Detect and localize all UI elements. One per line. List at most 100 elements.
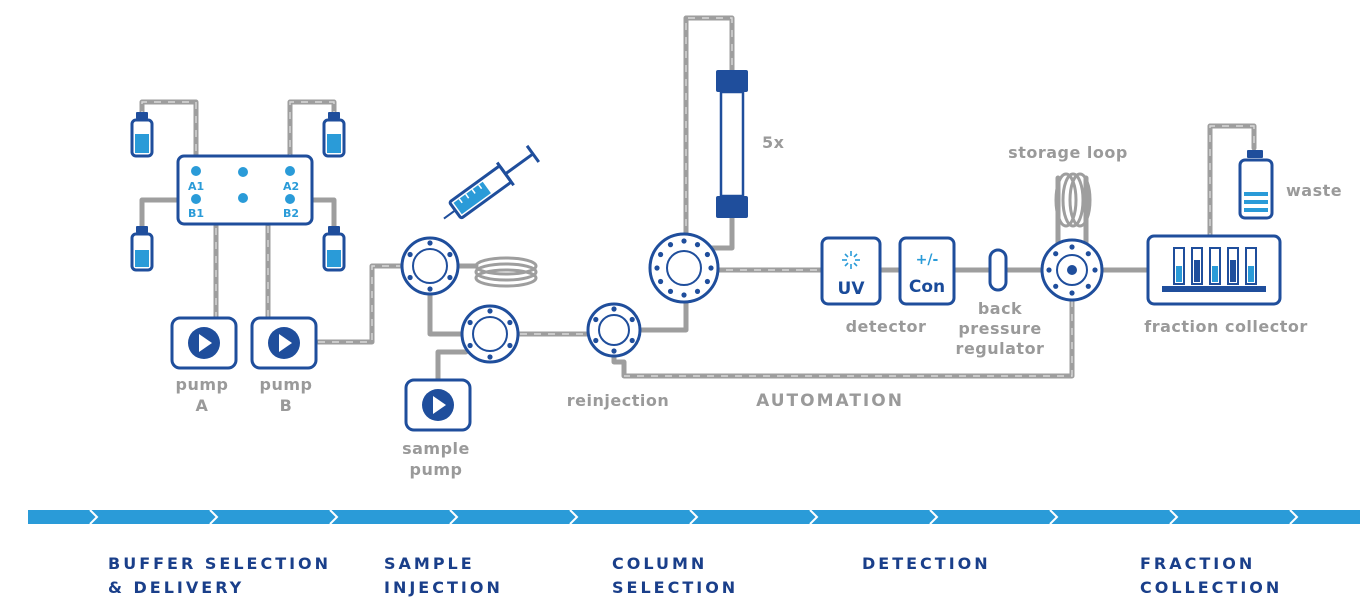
chevron-right-icon — [1289, 509, 1299, 525]
buffer-valve-block: A1 A2 B1 B2 — [176, 154, 314, 226]
bpr-label-line2: pressure — [958, 319, 1041, 338]
valve-port-dot — [654, 265, 660, 271]
chevron-right-icon — [449, 509, 459, 525]
pump-a-label-line1: pump — [176, 375, 229, 394]
sample-pump — [404, 378, 472, 432]
detector-label: detector — [846, 317, 927, 336]
column-icon — [716, 70, 748, 218]
valve-port-dot — [1069, 244, 1075, 250]
chevron-right-icon — [1049, 509, 1059, 525]
stage-fraction-line1: FRACTION — [1140, 554, 1255, 573]
uv-text: UV — [838, 279, 866, 299]
valve-port-dot — [694, 288, 701, 294]
valve-port-dot — [611, 306, 617, 312]
stage-sample-line1: SAMPLE — [384, 554, 475, 573]
bottle-a2 — [322, 112, 346, 158]
valve-port-dot — [1053, 283, 1059, 289]
valve-port-dot — [427, 240, 433, 246]
valve-port-dot — [487, 354, 493, 360]
chevron-right-icon — [689, 509, 699, 525]
valve-port-dot — [611, 348, 617, 354]
valve-port-dot — [1069, 290, 1075, 296]
chevron-right-icon — [1169, 509, 1179, 525]
stage-column-line1: COLUMN — [612, 554, 707, 573]
tubing-highlights — [141, 17, 1255, 377]
port-b1-label: B1 — [188, 207, 204, 220]
valve-port-dot — [593, 316, 599, 323]
conductivity-detector-icon: +/- Con — [898, 236, 956, 306]
back-pressure-regulator-icon — [988, 248, 1008, 292]
valve-port-dot — [1085, 251, 1091, 257]
valve-port-dot — [658, 278, 664, 285]
automation-label: AUTOMATION — [756, 391, 904, 411]
valve-port-dot — [629, 316, 635, 323]
valve-port-dot — [1092, 267, 1098, 273]
port-a2-label: A2 — [283, 180, 299, 193]
stage-sample-line2: INJECTION — [384, 578, 503, 597]
bottle-a1 — [130, 112, 154, 158]
valve-port-dot — [487, 308, 493, 314]
bpr-label-line1: back — [978, 299, 1022, 318]
waste-bottle-icon — [1238, 150, 1274, 220]
column-valve-icon — [648, 232, 720, 304]
valve-port-dot — [407, 274, 413, 281]
sample-pump-label-line1: sample — [402, 439, 470, 458]
bpr-label-line3: regulator — [956, 339, 1045, 358]
uv-detector-icon: UV — [820, 236, 882, 306]
stage-detection-line1: DETECTION — [862, 554, 991, 573]
sample-pump-label-line2: pump — [410, 460, 463, 479]
pump-b-label-line2: B — [280, 396, 293, 415]
valve-port-dot — [681, 292, 687, 298]
column-multiplier-label: 5x — [762, 133, 785, 152]
chevron-right-icon — [89, 509, 99, 525]
pump-a — [170, 316, 238, 370]
valve-port-dot — [467, 319, 473, 326]
valve-port-dot — [467, 342, 473, 349]
pump-a-label-line2: A — [196, 396, 209, 415]
progress-chevrons — [89, 509, 1299, 525]
play-icon — [279, 334, 292, 352]
valve-port-dot — [1053, 251, 1059, 257]
valve-port-dot — [447, 251, 453, 258]
selection-valve-icon — [460, 304, 520, 364]
chevron-right-icon — [329, 509, 339, 525]
valve-port-dot — [704, 251, 711, 258]
chevron-right-icon — [929, 509, 939, 525]
sample-loop-coil-icon — [455, 256, 538, 288]
injection-valve-icon — [400, 236, 460, 296]
valve-port-dot — [694, 242, 701, 248]
conductivity-text: Con — [909, 277, 945, 297]
stage-column-line2: SELECTION — [612, 578, 738, 597]
chevron-right-icon — [809, 509, 819, 525]
port-a1-label: A1 — [188, 180, 204, 193]
reinjection-valve-icon — [586, 302, 642, 358]
valve-port-dot — [407, 251, 413, 258]
valve-port-dot — [447, 274, 453, 281]
pump-b-label-line1: pump — [260, 375, 313, 394]
bottle-b1 — [130, 226, 154, 272]
stage-buffer-line1: BUFFER SELECTION — [108, 554, 331, 573]
port-b2-label: B2 — [283, 207, 299, 220]
valve-port-dot — [427, 286, 433, 292]
conductivity-sign: +/- — [916, 252, 939, 268]
valve-port-dot — [704, 278, 711, 285]
bottle-b2 — [322, 226, 346, 272]
valve-port-dot — [629, 337, 635, 344]
stage-fraction-line2: COLLECTION — [1140, 578, 1282, 597]
waste-label: waste — [1286, 181, 1342, 200]
fraction-collector-icon — [1146, 234, 1282, 306]
valve-port-dot — [507, 342, 513, 349]
chevron-right-icon — [209, 509, 219, 525]
fraction-collector-label: fraction collector — [1144, 317, 1308, 336]
valve-port-dot — [593, 337, 599, 344]
valve-port-dot — [708, 265, 714, 271]
valve-port-dot — [667, 242, 674, 248]
storage-valve-icon — [1040, 238, 1104, 302]
valve-port-dot — [1085, 283, 1091, 289]
stage-buffer-line2: & DELIVERY — [108, 578, 244, 597]
play-icon — [433, 396, 446, 414]
stage-progress-bar — [28, 509, 1360, 525]
valve-port-dot — [667, 288, 674, 294]
reinjection-label: reinjection — [567, 391, 669, 410]
